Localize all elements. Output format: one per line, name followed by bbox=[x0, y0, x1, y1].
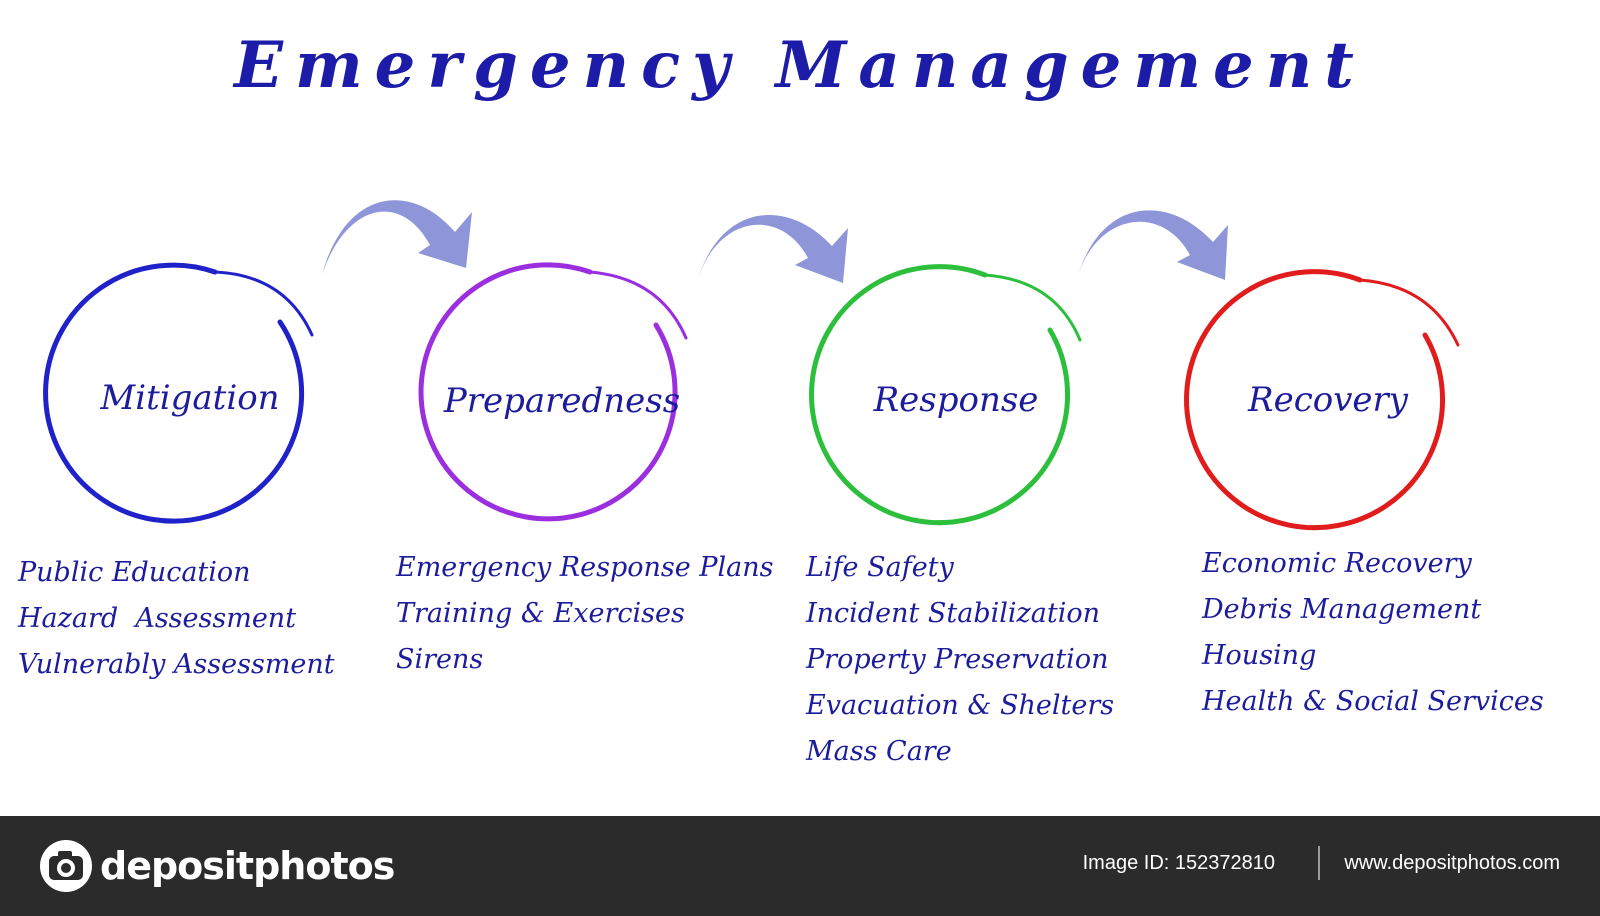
arrow-mitigation-to-preparedness bbox=[322, 200, 472, 275]
arrow-response-to-recovery bbox=[1075, 210, 1228, 287]
image-id: Image ID: 152372810 bbox=[1082, 852, 1275, 874]
preparedness-circle-tail bbox=[588, 270, 688, 340]
list-item: Evacuation & Shelters bbox=[806, 690, 1115, 721]
list-item: Incident Stabilization bbox=[806, 598, 1100, 629]
list-item: Debris Management bbox=[1202, 594, 1482, 625]
arrow-preparedness-to-response bbox=[695, 214, 848, 290]
camera-icon bbox=[40, 840, 92, 892]
preparedness-items: Emergency Response Plans Training & Exer… bbox=[396, 545, 773, 683]
list-item: Property Preservation bbox=[806, 644, 1109, 675]
logo-text: depositphotos bbox=[100, 844, 395, 888]
depositphotos-logo[interactable]: depositphotos bbox=[38, 838, 395, 894]
cycle-diagram bbox=[43, 200, 1460, 531]
page-title: Emergency Management bbox=[234, 28, 1366, 103]
list-item: Economic Recovery bbox=[1202, 548, 1472, 579]
recovery-circle-tail bbox=[1358, 278, 1460, 347]
list-item: Health & Social Services bbox=[1202, 686, 1544, 717]
response-circle-tail bbox=[983, 273, 1082, 342]
list-item: Housing bbox=[1202, 640, 1317, 671]
list-item: Life Safety bbox=[806, 552, 954, 583]
stage-label-mitigation: Mitigation bbox=[100, 378, 280, 418]
site-link[interactable]: www.depositphotos.com bbox=[1344, 852, 1560, 874]
mitigation-circle-tail bbox=[213, 270, 314, 337]
response-circle bbox=[809, 264, 1071, 526]
stage-label-preparedness: Preparedness bbox=[443, 381, 681, 421]
footer-bar: depositphotos Image ID: 152372810 www.de… bbox=[0, 816, 1600, 916]
mitigation-circle bbox=[43, 262, 305, 524]
list-item: Emergency Response Plans bbox=[396, 552, 774, 583]
stage-label-recovery: Recovery bbox=[1247, 380, 1409, 420]
stage-label-response: Response bbox=[873, 380, 1039, 420]
list-item: Hazard Assessment bbox=[18, 603, 297, 634]
response-items: Life Safety Incident Stabilization Prope… bbox=[806, 545, 1114, 775]
footer-divider bbox=[1318, 846, 1320, 880]
preparedness-circle bbox=[418, 262, 678, 522]
list-item: Training & Exercises bbox=[396, 598, 685, 629]
mitigation-items: Public Education Hazard Assessment Vulne… bbox=[18, 550, 335, 688]
list-item: Sirens bbox=[396, 644, 484, 675]
recovery-items: Economic Recovery Debris Management Hous… bbox=[1202, 541, 1544, 725]
list-item: Mass Care bbox=[806, 736, 952, 767]
recovery-circle bbox=[1184, 269, 1446, 531]
list-item: Public Education bbox=[18, 557, 251, 588]
list-item: Vulnerably Assessment bbox=[18, 649, 335, 680]
